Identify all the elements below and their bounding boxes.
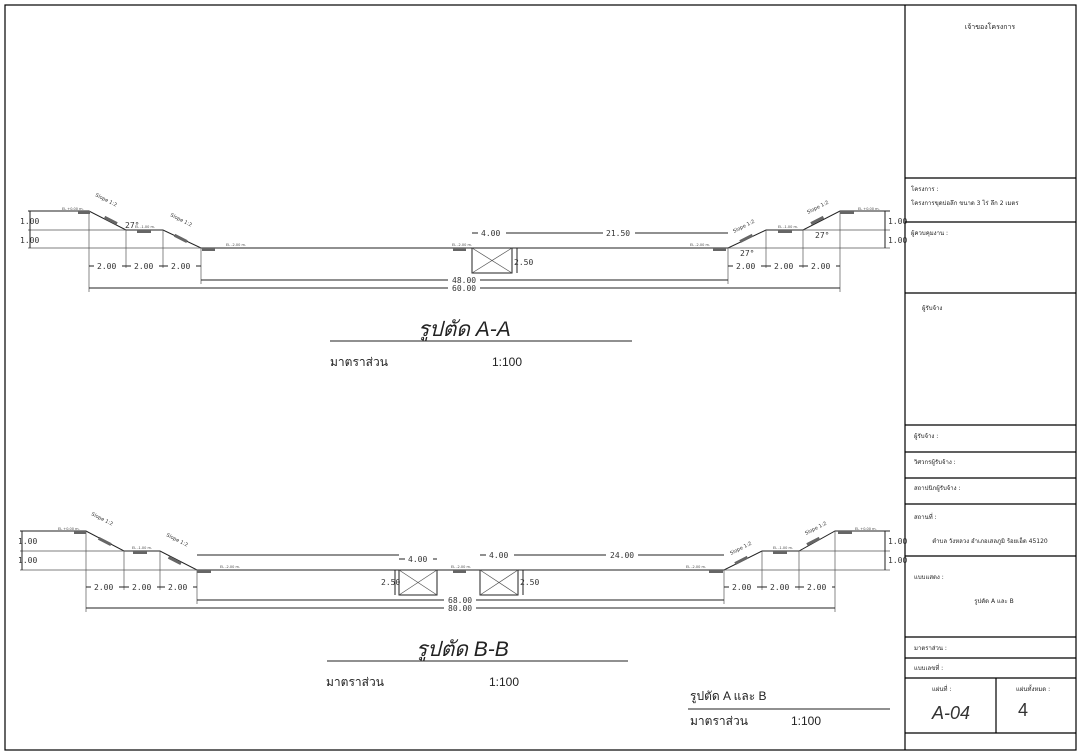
box-culvert bbox=[471, 247, 513, 274]
scale-label: มาตราส่วน bbox=[326, 675, 384, 689]
level-markers bbox=[74, 531, 852, 573]
box-culvert bbox=[398, 569, 438, 596]
project-label: โครงการ : bbox=[911, 185, 939, 193]
level-label: EL -1.00 m. bbox=[778, 225, 798, 229]
slope-label: Slope 1:2 bbox=[169, 212, 193, 228]
supervisor-label: ผู้ควบคุมงาน : bbox=[911, 230, 948, 237]
dim-channel: 24.00 bbox=[610, 551, 634, 560]
engineer-label: วิศวกรผู้รับจ้าง : bbox=[913, 459, 955, 466]
level-label: EL -2.00 m. bbox=[686, 565, 706, 569]
dim-berm: 2.00 bbox=[171, 262, 190, 271]
dim-bottom-width: 48.00 bbox=[452, 276, 476, 285]
angle-label: 27° bbox=[740, 249, 754, 258]
dim-berm: 2.00 bbox=[132, 583, 151, 592]
slope-label: Slope 1:2 bbox=[165, 532, 189, 548]
dim-channel: 21.50 bbox=[606, 229, 630, 238]
level-label: EL -2.00 m. bbox=[452, 243, 472, 247]
location-label: สถานที่ : bbox=[914, 513, 937, 521]
architect-label: สถาปนิกผู้รับจ้าง : bbox=[914, 485, 961, 492]
slope-label: Slope 1:2 bbox=[806, 200, 830, 216]
dim-berm: 2.00 bbox=[736, 262, 755, 271]
slope-label: Slope 1:2 bbox=[732, 219, 756, 235]
level-label: EL -1.00 m. bbox=[135, 225, 155, 229]
level-markers bbox=[78, 211, 854, 251]
section-b-drawing: 2.00 2.00 2.00 2.00 2.00 2.00 4.00 4.00 … bbox=[18, 511, 907, 689]
total-sheets-label: แผ่นทั้งหมด : bbox=[1016, 683, 1050, 693]
sheet-value: A-04 bbox=[931, 703, 970, 723]
caption-scale-value: 1:100 bbox=[791, 714, 821, 728]
dim-berm: 2.00 bbox=[134, 262, 153, 271]
contractor-label: ผู้รับจ้าง : bbox=[914, 433, 938, 440]
sheet-label: แผ่นที่ : bbox=[932, 685, 951, 693]
dim-berm: 2.00 bbox=[807, 583, 826, 592]
caption-title: รูปตัด A และ B bbox=[690, 689, 767, 704]
dim-bottom-width: 68.00 bbox=[448, 596, 472, 605]
angle-label: 27° bbox=[815, 231, 829, 240]
dim-height: 1.00 bbox=[18, 556, 37, 565]
dim-height: 1.00 bbox=[18, 537, 37, 546]
angle-label: 27° bbox=[125, 221, 139, 230]
dim-berm: 2.00 bbox=[732, 583, 751, 592]
scale-value: 1:100 bbox=[492, 355, 522, 369]
dim-height: 1.00 bbox=[888, 236, 907, 245]
dim-box-width: 4.00 bbox=[408, 555, 427, 564]
dim-berm: 2.00 bbox=[811, 262, 830, 271]
level-label: EL -1.00 m. bbox=[132, 546, 152, 550]
level-label: EL -2.00 m. bbox=[226, 243, 246, 247]
dim-total-width: 80.00 bbox=[448, 604, 472, 613]
drawing-no-label: แบบเลขที่ : bbox=[914, 664, 943, 672]
dim-box-height: 2.50 bbox=[381, 578, 400, 587]
scale-value: 1:100 bbox=[489, 675, 519, 689]
level-label: EL +0.00 m. bbox=[62, 207, 84, 211]
location-value: ตำบล วังหลวง อำเภอเสลภูมิ ร้อยเอ็ด 45120 bbox=[932, 536, 1048, 545]
title-block: เจ้าของโครงการ โครงการ : โครงการขุดบ่อลึ… bbox=[905, 22, 1076, 734]
box-culvert bbox=[479, 569, 519, 596]
caption-scale-label: มาตราส่วน bbox=[690, 714, 748, 728]
slope-label: Slope 1:2 bbox=[90, 511, 114, 527]
dim-berm: 2.00 bbox=[770, 583, 789, 592]
dim-berm: 2.00 bbox=[168, 583, 187, 592]
level-label: EL -2.00 m. bbox=[451, 565, 471, 569]
dim-box-height: 2.50 bbox=[514, 258, 533, 267]
level-label: EL +0.00 m. bbox=[858, 207, 880, 211]
level-label: EL +0.00 m. bbox=[58, 527, 80, 531]
section-b-title: รูปตัด B-B bbox=[416, 638, 509, 662]
scale-label: มาตราส่วน : bbox=[914, 645, 947, 652]
dim-height: 1.00 bbox=[888, 556, 907, 565]
owner-label: เจ้าของโครงการ bbox=[965, 22, 1016, 31]
project-value: โครงการขุดบ่อลึก ขนาด 3 ไร่ ลึก 2 เมตร bbox=[911, 199, 1019, 207]
level-label: EL -2.00 m. bbox=[690, 243, 710, 247]
dim-berm: 2.00 bbox=[94, 583, 113, 592]
section-a-drawing: 2.00 2.00 2.00 2.00 2.00 2.00 4.00 21.50… bbox=[20, 192, 907, 369]
dim-box-width: 4.00 bbox=[481, 229, 500, 238]
level-label: EL -1.00 m. bbox=[773, 546, 793, 550]
drawing-value: รูปตัด A และ B bbox=[974, 598, 1014, 605]
dim-height: 1.00 bbox=[888, 537, 907, 546]
title-block-rows bbox=[905, 177, 1076, 734]
sheet-border bbox=[4, 4, 1077, 751]
section-a-title: รูปตัด A-A bbox=[418, 318, 511, 342]
dim-box-width: 4.00 bbox=[489, 551, 508, 560]
dim-height: 1.00 bbox=[20, 236, 39, 245]
scale-label: มาตราส่วน bbox=[330, 355, 388, 369]
dim-height: 1.00 bbox=[20, 217, 39, 226]
level-label: EL +0.00 m. bbox=[855, 527, 877, 531]
contractor-header: ผู้รับจ้าง bbox=[922, 305, 942, 312]
slope-label: Slope 1:2 bbox=[804, 521, 828, 537]
drawing-label: แบบแสดง : bbox=[914, 574, 944, 581]
dim-total-width: 60.00 bbox=[452, 284, 476, 293]
extension-lines bbox=[88, 211, 841, 292]
level-label: EL -2.00 m. bbox=[220, 565, 240, 569]
slope-label: Slope 1:2 bbox=[94, 192, 118, 208]
total-sheets-value: 4 bbox=[1018, 700, 1028, 720]
dim-height: 1.00 bbox=[888, 217, 907, 226]
sheet-caption: รูปตัด A และ B มาตราส่วน 1:100 bbox=[688, 689, 890, 728]
dim-box-height: 2.50 bbox=[520, 578, 539, 587]
slope-label: Slope 1:2 bbox=[729, 541, 753, 557]
dim-berm: 2.00 bbox=[774, 262, 793, 271]
dim-berm: 2.00 bbox=[97, 262, 116, 271]
